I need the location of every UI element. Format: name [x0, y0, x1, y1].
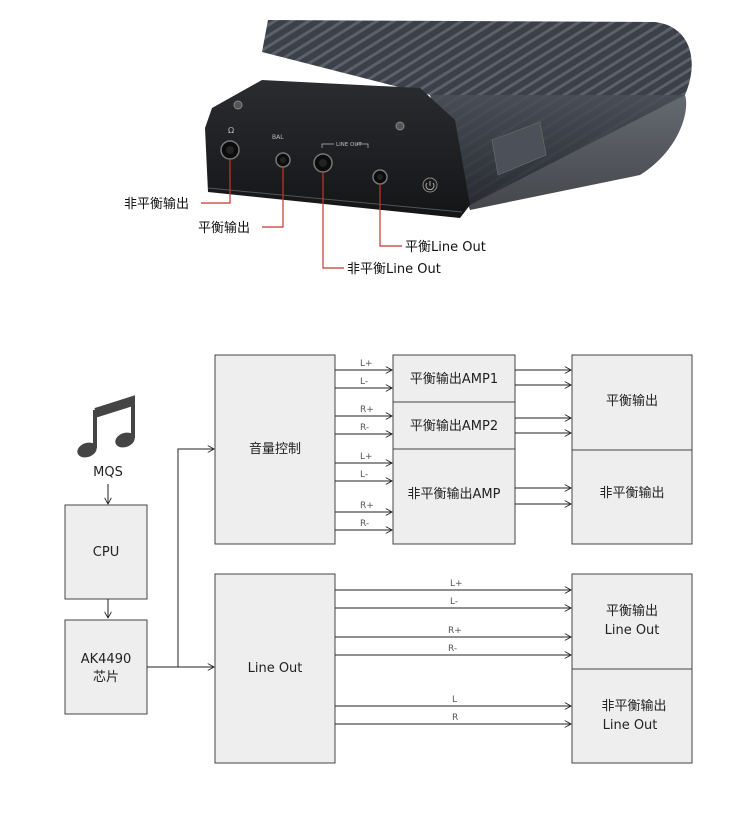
- ak4490-box: [65, 620, 147, 714]
- output-bal-lineout-label-2: Line Out: [605, 623, 660, 638]
- amp2-label: 平衡输出AMP2: [410, 418, 498, 434]
- callout-bal-out: 平衡输出: [198, 220, 250, 236]
- lineout-label: Line Out: [248, 661, 303, 676]
- output-bal-label: 平衡输出: [606, 393, 658, 409]
- svg-text:L+: L+: [450, 579, 463, 589]
- svg-text:R-: R-: [448, 644, 457, 654]
- amp-to-output-signals: [515, 370, 571, 504]
- music-note-icon: [75, 398, 137, 460]
- output-unbal-lineout-label-2: Line Out: [603, 718, 658, 733]
- device-front-panel: [205, 80, 470, 218]
- output-unbal-lineout-box: [572, 669, 692, 763]
- amp1-label: 平衡输出AMP1: [410, 371, 498, 387]
- svg-text:L-: L-: [360, 470, 368, 480]
- output-bal-lineout-box: [572, 574, 692, 669]
- volume-control-label: 音量控制: [249, 441, 301, 457]
- svg-text:L+: L+: [360, 359, 373, 369]
- mqs-label: MQS: [93, 465, 123, 480]
- volume-to-amp-signals: L+ L- R+ R- L+ L- R+ R-: [335, 359, 392, 530]
- svg-text:L-: L-: [360, 377, 368, 387]
- panel-lineout-label: LINE OUT: [336, 142, 362, 148]
- headphone-symbol: Ω: [228, 126, 234, 135]
- callout-unbal-lineout: 非平衡Line Out: [347, 262, 441, 277]
- ak4490-label-1: AK4490: [81, 652, 132, 667]
- svg-text:R: R: [452, 713, 458, 723]
- callout-unbal-out: 非平衡输出: [124, 196, 189, 212]
- svg-text:R+: R+: [360, 405, 374, 415]
- callout-bal-lineout: 平衡Line Out: [405, 240, 486, 255]
- svg-text:L: L: [452, 695, 457, 705]
- lineout-to-output-signals: L+ L- R+ R- L R: [335, 579, 571, 724]
- panel-bal-label: BAL: [272, 134, 284, 141]
- output-bal-lineout-label-1: 平衡输出: [606, 603, 658, 619]
- svg-text:R+: R+: [360, 501, 374, 511]
- screw-right: [396, 122, 404, 130]
- ak4490-label-2: 芯片: [93, 670, 119, 685]
- svg-text:L+: L+: [360, 452, 373, 462]
- screw-left: [234, 101, 242, 109]
- svg-text:R-: R-: [360, 519, 369, 529]
- output-unbal-label: 非平衡输出: [599, 485, 664, 501]
- output-unbal-lineout-label-1: 非平衡输出: [601, 698, 666, 714]
- device-illustration: Ω BAL LINE OUT: [205, 20, 692, 218]
- svg-text:L-: L-: [450, 597, 458, 607]
- svg-text:R-: R-: [360, 423, 369, 433]
- amp3-label: 非平衡输出AMP: [408, 486, 501, 502]
- cpu-label: CPU: [93, 545, 119, 560]
- svg-text:R+: R+: [448, 626, 462, 636]
